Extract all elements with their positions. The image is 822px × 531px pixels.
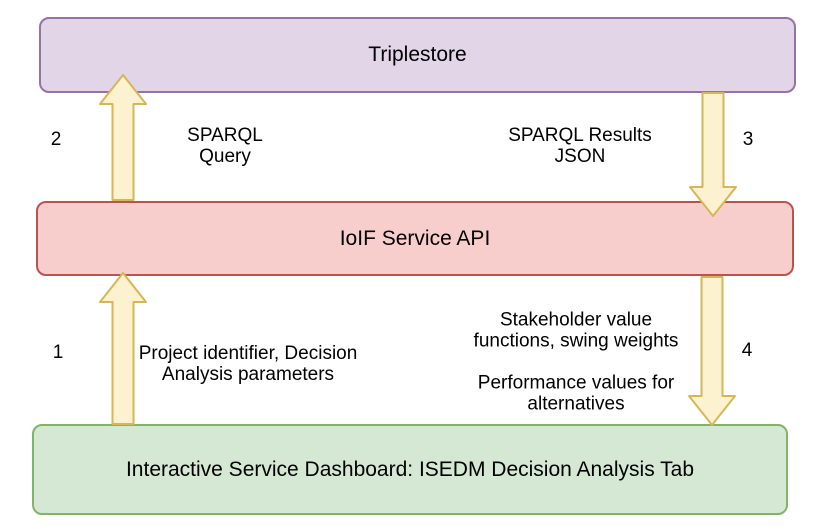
step-number-3: 3 <box>742 129 754 150</box>
arrow-down-step4-icon <box>688 276 736 426</box>
node-dashboard-label: Interactive Service Dashboard: ISEDM Dec… <box>125 457 695 481</box>
label-sparql-query: SPARQL Query <box>187 125 263 167</box>
label-stakeholder-performance: Stakeholder value functions, swing weigh… <box>473 309 679 415</box>
arrow-up-step2-icon <box>99 74 147 201</box>
node-triplestore-label: Triplestore <box>368 43 467 66</box>
node-iolf-service-api: IoIF Service API <box>36 201 794 276</box>
arrow-up-step1-icon <box>99 272 147 425</box>
step-number-4: 4 <box>741 340 753 361</box>
step-number-2: 2 <box>50 129 62 150</box>
node-dashboard: Interactive Service Dashboard: ISEDM Dec… <box>32 424 788 515</box>
arrow-down-step3-icon <box>689 92 737 217</box>
node-iolf-service-api-label: IoIF Service API <box>339 226 491 250</box>
label-sparql-results-json: SPARQL Results JSON <box>508 125 652 167</box>
step-number-1: 1 <box>52 342 64 363</box>
node-triplestore: Triplestore <box>39 17 796 93</box>
label-project-identifier: Project identifier, Decision Analysis pa… <box>138 343 358 385</box>
